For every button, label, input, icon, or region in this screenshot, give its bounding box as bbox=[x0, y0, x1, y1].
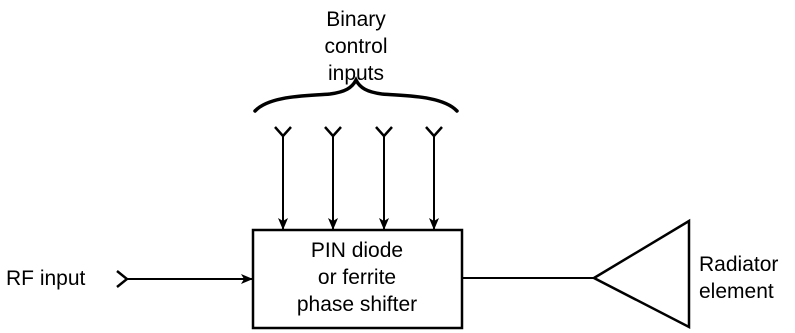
control-input-2 bbox=[324, 126, 342, 230]
radiator-label-line-1: Radiator bbox=[699, 253, 778, 276]
control-inputs-label-line-3: inputs bbox=[328, 62, 384, 85]
control-input-3-terminal bbox=[375, 126, 393, 138]
control-input-2-terminal bbox=[324, 126, 342, 138]
radiator-element-shape bbox=[591, 218, 691, 330]
control-inputs-brace bbox=[253, 76, 459, 113]
control-input-1-terminal bbox=[274, 126, 292, 138]
control-input-3 bbox=[375, 126, 393, 230]
control-inputs-label-line-1: Binary bbox=[326, 8, 386, 31]
radiator-label-line-2: element bbox=[699, 280, 774, 303]
control-input-1 bbox=[274, 126, 292, 230]
phase-shifter-label-line-1: PIN diode bbox=[311, 239, 403, 262]
control-input-4 bbox=[425, 126, 443, 230]
rf-input-label: RF input bbox=[6, 267, 86, 290]
phase-shifter-label-line-2: or ferrite bbox=[318, 266, 396, 289]
control-inputs-label-line-2: control bbox=[324, 35, 387, 58]
control-input-4-terminal bbox=[425, 126, 443, 138]
rf-input-terminal bbox=[116, 270, 130, 288]
phase-shifter-label-line-3: phase shifter bbox=[297, 293, 417, 316]
